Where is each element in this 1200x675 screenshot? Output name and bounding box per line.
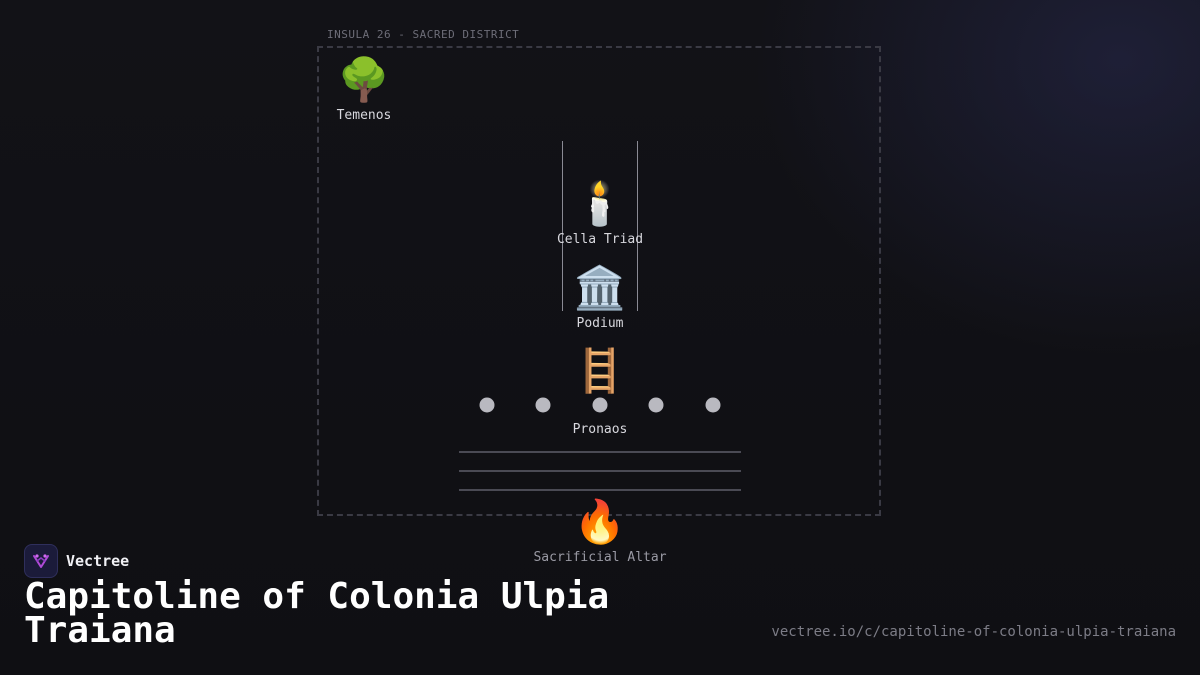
tree-icon: 🌳 — [337, 55, 391, 104]
step-line — [459, 451, 741, 453]
node-label: Podium — [576, 316, 624, 331]
node-cella-triad[interactable]: 🕯️ Cella Triad — [556, 179, 644, 248]
node-label: Sacrificial Altar — [533, 550, 667, 565]
pronaos-column — [592, 397, 608, 413]
fire-icon: 🔥 — [573, 497, 627, 546]
candle-icon: 🕯️ — [573, 179, 627, 228]
brand-name: Vectree — [66, 552, 130, 570]
ladder-icon: 🪜 — [573, 346, 627, 395]
district-boundary — [317, 46, 881, 516]
pronaos-column — [479, 397, 495, 413]
classical-building-icon: 🏛️ — [573, 263, 627, 312]
step-line — [459, 470, 741, 472]
page-title: Capitoline of Colonia Ulpia Traiana — [24, 576, 610, 651]
node-label: Cella Triad — [556, 232, 644, 247]
node-sacrificial-altar[interactable]: 🔥 Sacrificial Altar — [533, 497, 667, 566]
vectree-logo-icon — [24, 544, 58, 578]
cella-wall-left — [562, 141, 563, 311]
pronaos-column — [535, 397, 551, 413]
node-label: Pronaos — [572, 422, 628, 437]
step-line — [459, 489, 741, 491]
node-pronaos[interactable]: Pronaos — [573, 418, 628, 437]
district-label: INSULA 26 - SACRED DISTRICT — [327, 28, 520, 41]
node-label: Temenos — [336, 108, 392, 123]
pronaos-column — [648, 397, 664, 413]
cella-wall-right — [637, 141, 638, 311]
node-temenos[interactable]: 🌳 Temenos — [336, 55, 392, 124]
brand[interactable]: Vectree — [24, 544, 129, 578]
page-url[interactable]: vectree.io/c/capitoline-of-colonia-ulpia… — [771, 624, 1176, 640]
node-podium[interactable]: 🏛️ Podium — [573, 263, 627, 332]
pronaos-column — [705, 397, 721, 413]
node-stairs[interactable]: 🪜 — [574, 347, 626, 395]
